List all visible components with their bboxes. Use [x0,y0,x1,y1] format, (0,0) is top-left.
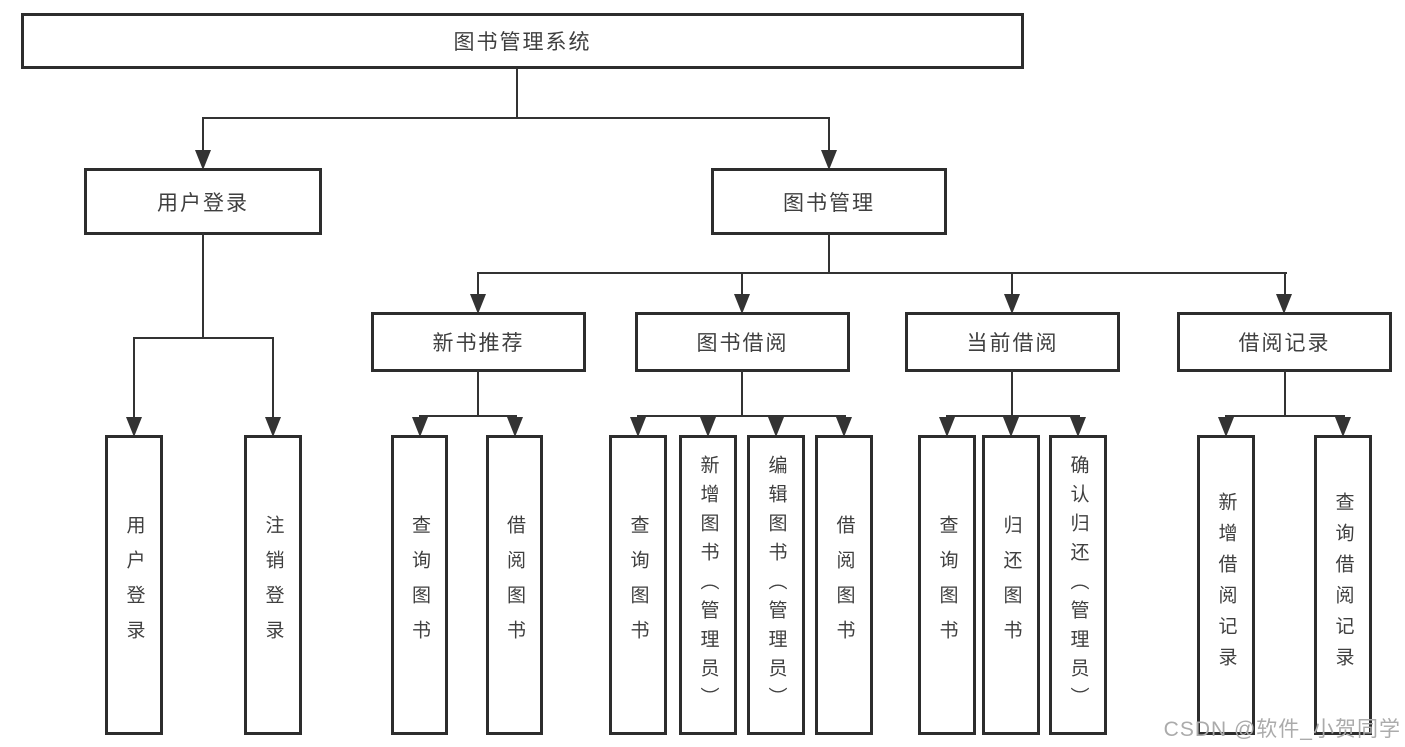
down-arrowhead [265,417,281,437]
leaf-query-borrow-record-label: 查询借阅记录 [1332,492,1354,678]
leaf-return-books: 归还图书 [982,435,1040,735]
leaf-return-books-label: 归还图书 [1000,515,1022,655]
node-user-login: 用户登录 [84,168,322,235]
connector-group-stem [741,370,743,417]
connector-level1-hline [202,117,830,119]
node-new-book-recommend-label: 新书推荐 [432,332,525,355]
leaf-query-books-borrow-label: 查询图书 [627,515,649,655]
leaf-user-login-label: 用户登录 [123,515,145,655]
connector-leaves-hline [1225,415,1345,417]
down-arrowhead [1218,417,1234,437]
leaf-query-books-recommend: 查询图书 [391,435,448,735]
connector-leaf-stub [133,337,135,419]
connector-group-stem [1011,370,1013,417]
leaf-borrow-books-borrow-label: 借阅图书 [833,515,855,655]
leaf-query-books-recommend-label: 查询图书 [409,515,430,655]
leaf-query-books-current-label: 查询图书 [936,515,958,655]
down-arrowhead [700,417,716,437]
down-arrowhead [734,294,750,314]
leaf-edit-books-admin-label: 编辑图书（管理员） [765,454,787,716]
down-arrowhead [470,294,486,314]
csdn-watermark: CSDN @软件_小贺同学 [1163,718,1401,741]
down-arrowhead [1276,294,1292,314]
down-arrowhead [1070,417,1086,437]
down-arrowhead [412,417,428,437]
leaf-query-books-borrow: 查询图书 [609,435,667,735]
node-root: 图书管理系统 [21,13,1024,69]
leaf-add-books-admin-label: 新增图书（管理员） [697,454,719,716]
leaf-borrow-books-recommend: 借阅图书 [486,435,543,735]
node-book-borrow: 图书借阅 [635,312,850,372]
leaf-borrow-books-recommend-label: 借阅图书 [504,515,525,655]
connector-group-stub [1284,272,1286,296]
down-arrowhead [821,150,837,170]
down-arrowhead [195,150,211,170]
connector-leaves-hline [419,415,517,417]
leaf-borrow-books-borrow: 借阅图书 [815,435,873,735]
connector-book-mgmt-stem [828,233,830,274]
leaf-confirm-return-admin: 确认归还（管理员） [1049,435,1107,735]
leaf-query-borrow-record: 查询借阅记录 [1314,435,1372,735]
leaf-query-books-current: 查询图书 [918,435,976,735]
down-arrowhead [836,417,852,437]
node-borrow-records: 借阅记录 [1177,312,1392,372]
connector-group-stem [477,370,479,417]
leaf-add-borrow-record: 新增借阅记录 [1197,435,1255,735]
node-borrow-records-label: 借阅记录 [1238,332,1331,355]
node-user-login-label: 用户登录 [157,191,249,215]
connector-group-stub [477,272,479,296]
leaf-logout-label: 注销登录 [262,515,284,655]
down-arrowhead [1004,294,1020,314]
connector-group-stub [741,272,743,296]
node-root-label: 图书管理系统 [453,31,592,54]
connector-user-login-stub [202,117,204,152]
connector-leaf-stub [272,337,274,419]
connector-group-stem [1284,370,1286,417]
node-new-book-recommend: 新书推荐 [371,312,586,372]
down-arrowhead [939,417,955,437]
connector-level2-hline [477,272,1287,274]
connector-user-login-stem [202,233,204,339]
connector-root-stem [516,69,518,117]
node-book-management-label: 图书管理 [783,191,875,215]
leaf-edit-books-admin: 编辑图书（管理员） [747,435,805,735]
down-arrowhead [768,417,784,437]
down-arrowhead [1003,417,1019,437]
node-book-management: 图书管理 [711,168,947,235]
connector-book-mgmt-stub [828,117,830,152]
down-arrowhead [126,417,142,437]
node-book-borrow-label: 图书借阅 [696,332,789,355]
connector-user-login-hline [133,337,274,339]
down-arrowhead [1335,417,1351,437]
connector-group-stub [1011,272,1013,296]
connector-leaves-hline [637,415,846,417]
leaf-confirm-return-admin-label: 确认归还（管理员） [1067,454,1089,716]
down-arrowhead [507,417,523,437]
leaf-logout: 注销登录 [244,435,302,735]
leaf-add-borrow-record-label: 新增借阅记录 [1215,492,1237,678]
node-current-borrow-label: 当前借阅 [966,332,1059,355]
leaf-user-login: 用户登录 [105,435,163,735]
node-current-borrow: 当前借阅 [905,312,1120,372]
down-arrowhead [630,417,646,437]
connector-leaves-hline [946,415,1080,417]
leaf-add-books-admin: 新增图书（管理员） [679,435,737,735]
